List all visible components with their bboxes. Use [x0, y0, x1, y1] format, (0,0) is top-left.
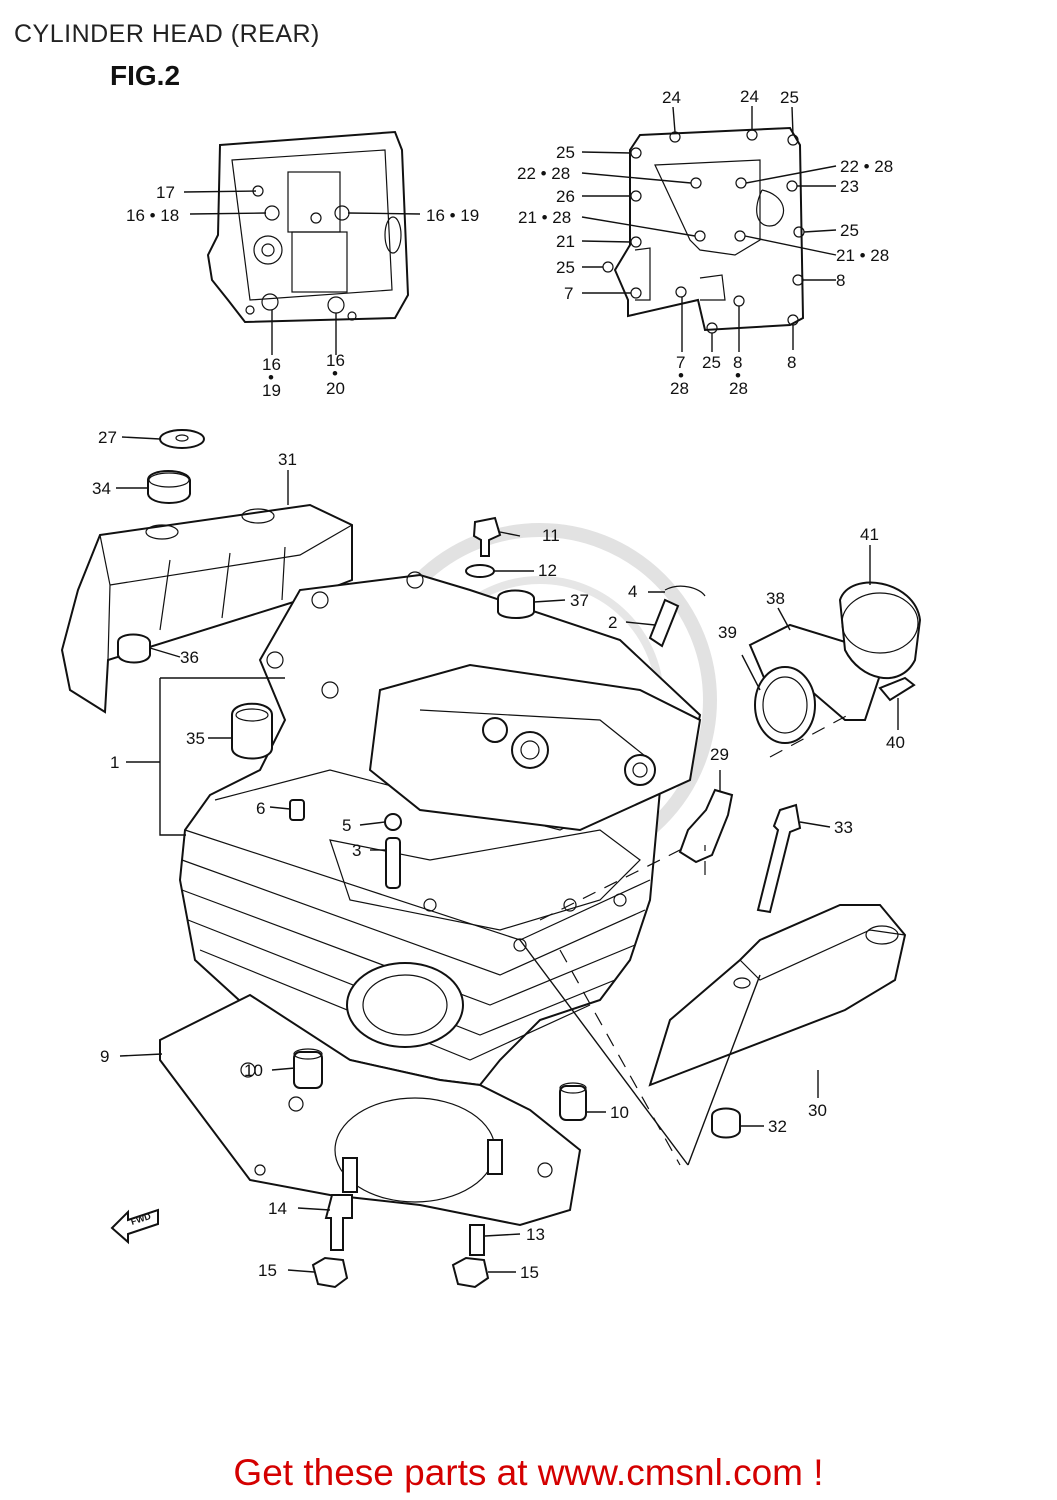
callout-39: 39	[718, 623, 737, 642]
callout-25-mid: 25	[556, 258, 575, 277]
callout-16-right: 16	[326, 351, 345, 370]
callout-15-left: 15	[258, 1261, 277, 1280]
callout-3: 3	[352, 841, 361, 860]
callout-28-right: 28	[729, 379, 748, 398]
part-6-dowel	[289, 799, 305, 821]
callout-33: 33	[834, 818, 853, 837]
part-40-screw	[878, 676, 916, 702]
callout-22-28-right: 22 • 28	[840, 157, 893, 176]
figure-label: FIG.2	[110, 60, 181, 91]
callout-28-left: 28	[670, 379, 689, 398]
part-41-clamp	[838, 581, 922, 679]
callout-21: 21	[556, 232, 575, 251]
part-32-grommet	[711, 1107, 741, 1139]
callout-7-left: 7	[564, 284, 573, 303]
callout-35: 35	[186, 729, 205, 748]
part-10-dowel-left	[293, 1051, 323, 1089]
callout-8-far: 8	[787, 353, 796, 372]
callout-23: 23	[840, 177, 859, 196]
callout-37: 37	[570, 591, 589, 610]
callout-27: 27	[98, 428, 117, 447]
callout-40: 40	[886, 733, 905, 752]
part-3-valve-guide	[385, 837, 401, 889]
callout-21-28-right: 21 • 28	[836, 246, 889, 265]
part-4-clip	[664, 585, 706, 597]
part-36-grommet	[117, 633, 151, 664]
part-stud-left	[342, 1157, 358, 1193]
callout-24-left: 24	[662, 88, 681, 107]
part-5-ring	[384, 813, 402, 831]
part-15-nut-right	[451, 1256, 490, 1289]
callout-22-28-left: 22 • 28	[517, 164, 570, 183]
callout-16-18: 16 • 18	[126, 206, 179, 225]
callout-20: 20	[326, 379, 345, 398]
fwd-arrow-icon: FWD	[110, 1208, 159, 1245]
callout-34: 34	[92, 479, 111, 498]
callout-25-right: 25	[840, 221, 859, 240]
callout-14: 14	[268, 1199, 287, 1218]
part-29-spark-plug	[678, 788, 734, 864]
part-30-side-cover	[648, 904, 907, 1087]
callout-12: 12	[538, 561, 557, 580]
callout-25-left: 25	[556, 143, 575, 162]
part-stud-right	[487, 1139, 503, 1175]
part-2-guide	[648, 598, 680, 648]
callout-26: 26	[556, 187, 575, 206]
callout-6: 6	[256, 799, 265, 818]
callout-24-right: 24	[740, 87, 759, 106]
inset-head-top-view	[206, 130, 410, 324]
callout-25-bottom: 25	[702, 353, 721, 372]
part-39-o-ring	[754, 666, 816, 744]
part-14-stud	[324, 1194, 353, 1251]
part-11-bolt	[472, 516, 502, 557]
callout-2: 2	[608, 613, 617, 632]
part-12-washer	[465, 564, 495, 578]
callout-5: 5	[342, 816, 351, 835]
callout-16-19-top: 16 • 19	[426, 206, 479, 225]
callout-8-right: 8	[836, 271, 845, 290]
part-33-bolt	[756, 803, 802, 914]
callout-29: 29	[710, 745, 729, 764]
callout-10-right: 10	[610, 1103, 629, 1122]
inset-cover-underside	[602, 126, 805, 334]
part-10-dowel-right	[559, 1085, 587, 1121]
svg-text:•: •	[332, 364, 338, 383]
callout-31: 31	[278, 450, 297, 469]
callout-19: 19	[262, 381, 281, 400]
part-1-cylinder-head	[178, 571, 702, 1087]
callout-16-left: 16	[262, 355, 281, 374]
callout-15-right: 15	[520, 1263, 539, 1282]
callout-10-left: 10	[244, 1061, 263, 1080]
callout-8-bottom: 8	[733, 353, 742, 372]
callout-11: 11	[542, 526, 560, 545]
callout-1: 1	[110, 753, 119, 772]
callout-7-bottom: 7	[676, 353, 685, 372]
footer-link-text[interactable]: Get these parts at www.cmsnl.com !	[233, 1452, 824, 1493]
callout-9: 9	[100, 1047, 109, 1066]
part-37-plug	[497, 589, 535, 619]
callout-21-28-left: 21 • 28	[518, 208, 571, 227]
callout-32: 32	[768, 1117, 787, 1136]
callout-41: 41	[860, 525, 879, 544]
callout-4: 4	[628, 582, 637, 601]
svg-text:•: •	[678, 366, 684, 385]
part-15-nut-left	[311, 1256, 349, 1289]
callout-30: 30	[808, 1101, 827, 1120]
part-35-seal	[231, 702, 273, 760]
svg-text:•: •	[735, 366, 741, 385]
callout-17: 17	[156, 183, 175, 202]
part-13-stud	[469, 1224, 485, 1256]
callout-25-top: 25	[780, 88, 799, 107]
page-title: CYLINDER HEAD (REAR)	[14, 20, 320, 48]
part-27-washer	[159, 429, 205, 449]
callout-36: 36	[180, 648, 199, 667]
callout-38: 38	[766, 589, 785, 608]
callout-13: 13	[526, 1225, 545, 1244]
svg-text:•: •	[268, 368, 274, 387]
